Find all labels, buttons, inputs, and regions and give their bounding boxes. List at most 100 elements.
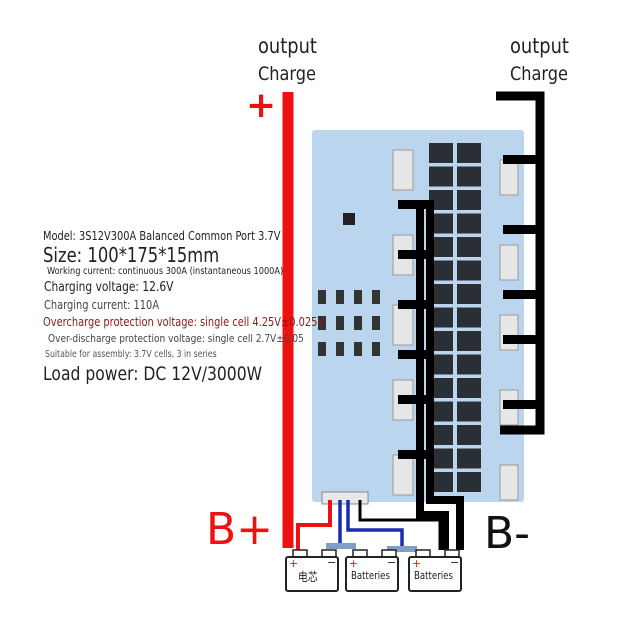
balance-wire-2 xyxy=(346,500,404,548)
mosfet xyxy=(429,284,453,304)
right-charge-label: Charge xyxy=(510,63,568,85)
mosfet xyxy=(429,448,453,469)
battery-plus-icon: + xyxy=(412,557,421,570)
mosfet xyxy=(457,448,481,469)
mosfet xyxy=(429,425,453,445)
battery-minus-icon: − xyxy=(450,556,459,569)
small-components xyxy=(318,213,380,356)
smd-component xyxy=(354,316,362,330)
smd-component xyxy=(354,290,362,304)
battery-body xyxy=(285,556,339,592)
smd-component xyxy=(372,290,380,304)
mosfet xyxy=(457,378,481,398)
spec-charging-current: Charging current: 110A xyxy=(44,298,160,312)
left-output-label: output xyxy=(258,34,317,58)
spec-overdischarge: Over-discharge protection voltage: singl… xyxy=(48,332,304,345)
negative-stub xyxy=(398,250,426,259)
cell-link-2 xyxy=(387,546,417,552)
spec-charging-voltage: Charging voltage: 12.6V xyxy=(44,280,174,295)
terminal-pad xyxy=(499,464,519,501)
spec-model: Model: 3S12V300A Balanced Common Port 3.… xyxy=(43,229,281,243)
mosfet xyxy=(429,472,453,492)
terminal-pad xyxy=(499,314,519,351)
cell-link-1 xyxy=(326,543,356,549)
terminal-pad xyxy=(392,454,414,496)
spec-working-current: Working current: continuous 300A (instan… xyxy=(47,266,284,277)
mosfet xyxy=(457,213,481,234)
negative-stub xyxy=(398,450,426,459)
negative-stub xyxy=(398,200,426,209)
negative-output-wire xyxy=(496,91,545,435)
smd-component xyxy=(318,290,326,304)
mosfet xyxy=(457,166,481,187)
spec-overcharge: Overcharge protection voltage: single ce… xyxy=(43,315,325,329)
smd-component xyxy=(354,342,362,356)
mosfet xyxy=(429,401,453,422)
mosfet xyxy=(457,307,481,328)
negative-stub xyxy=(503,335,541,344)
negative-battery-wire xyxy=(416,200,464,550)
mosfet xyxy=(429,166,453,187)
mosfet xyxy=(457,331,481,351)
negative-stub xyxy=(503,225,541,234)
mosfet xyxy=(457,472,481,492)
mosfet xyxy=(429,143,453,163)
battery-body xyxy=(345,556,399,592)
negative-stub xyxy=(398,395,426,404)
balance-connector xyxy=(321,491,369,505)
negative-stub xyxy=(398,300,426,309)
mosfet xyxy=(457,237,481,257)
smd-component xyxy=(318,342,326,356)
mosfet xyxy=(457,284,481,304)
negative-stub xyxy=(503,155,541,164)
b-minus-label: B- xyxy=(484,508,531,559)
balance-wire-black xyxy=(358,500,442,550)
mosfet xyxy=(429,378,453,398)
battery-label: 电芯 xyxy=(298,570,318,584)
smd-component xyxy=(336,290,344,304)
mosfet xyxy=(457,425,481,445)
positive-sign: + xyxy=(246,85,277,126)
terminal-pad xyxy=(392,149,414,191)
battery-plus-icon: + xyxy=(289,557,298,570)
smd-component xyxy=(372,342,380,356)
smd-component xyxy=(372,316,380,330)
positive-sense-wire xyxy=(296,500,332,550)
battery-group: +−+−+− xyxy=(285,549,462,592)
negative-stub xyxy=(503,400,541,409)
mosfet xyxy=(429,307,453,328)
spec-load-power: Load power: DC 12V/3000W xyxy=(43,363,263,385)
mosfet xyxy=(429,354,453,375)
mosfet-array xyxy=(429,143,481,492)
mosfet xyxy=(457,354,481,375)
spec-size: Size: 100*175*15mm xyxy=(43,243,220,267)
right-output-label: output xyxy=(510,34,569,58)
mosfet xyxy=(457,143,481,163)
negative-stub xyxy=(503,290,541,299)
spec-assembly: Suitable for assembly: 3.7V cells, 3 in … xyxy=(45,349,217,360)
mosfet xyxy=(429,331,453,351)
ic-chip xyxy=(343,213,355,225)
mosfet xyxy=(429,190,453,210)
mosfet xyxy=(457,401,481,422)
battery-body xyxy=(408,556,462,592)
negative-stub xyxy=(398,350,426,359)
smd-component xyxy=(336,342,344,356)
terminal-pad xyxy=(499,244,519,281)
battery-label: Batteries xyxy=(414,570,453,582)
mosfet xyxy=(457,260,481,281)
mosfet xyxy=(429,237,453,257)
b-plus-label: B+ xyxy=(206,504,274,555)
mosfet xyxy=(457,190,481,210)
battery-label: Batteries xyxy=(351,570,390,582)
left-charge-label: Charge xyxy=(258,63,316,85)
battery-minus-icon: − xyxy=(327,556,336,569)
negative-bus-stubs xyxy=(398,155,541,459)
smd-component xyxy=(318,316,326,330)
mosfet xyxy=(429,213,453,234)
mosfet xyxy=(429,260,453,281)
terminal-pad xyxy=(499,159,519,196)
battery-minus-icon: − xyxy=(387,556,396,569)
smd-component xyxy=(336,316,344,330)
